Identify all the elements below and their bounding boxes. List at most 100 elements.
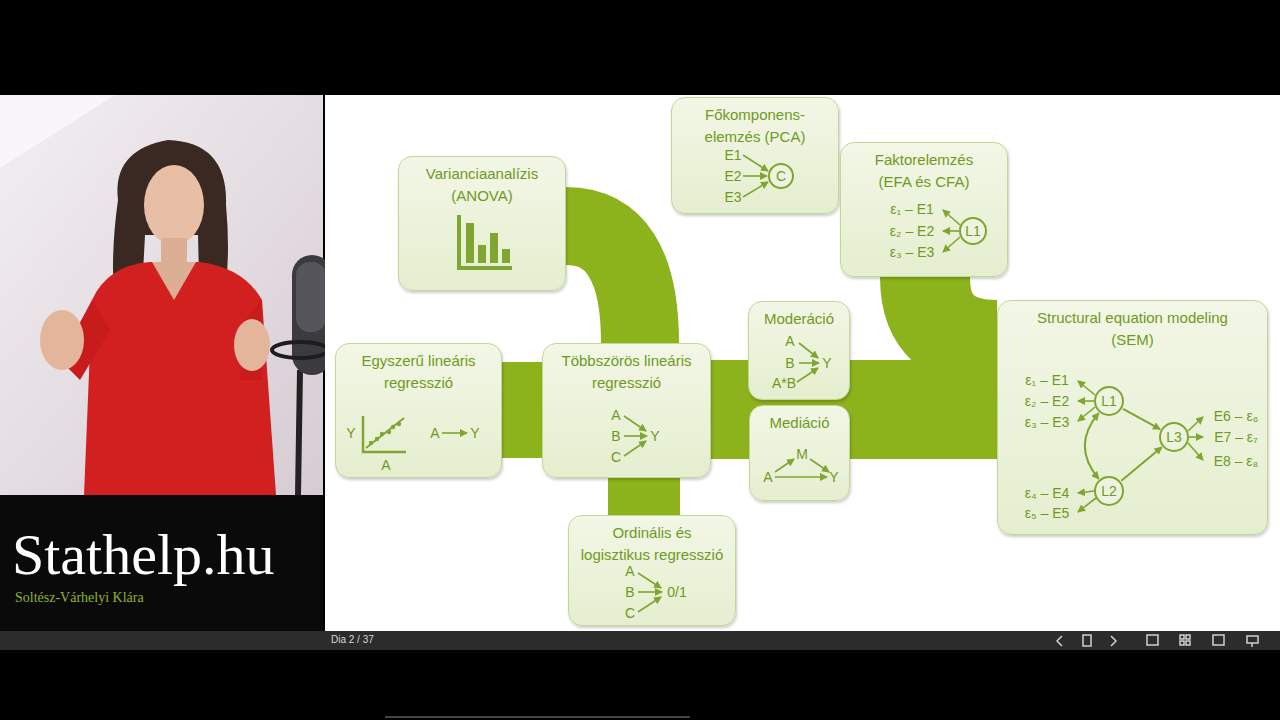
mini-arrow bbox=[743, 182, 768, 197]
mini-arrow bbox=[638, 597, 661, 612]
mini-arrow bbox=[442, 432, 467, 434]
mini-arrow bbox=[1078, 491, 1094, 493]
mini-arrow bbox=[775, 459, 794, 472]
box-title: Faktorelemzés (EFA és CFA) bbox=[859, 149, 989, 193]
variable-label: ε₅ – E5 bbox=[1025, 505, 1070, 522]
method-box: Ordinális és logisztikus regresszióABC 0/… bbox=[568, 515, 736, 626]
status-bar bbox=[0, 631, 1280, 650]
variable-label: E6 – ε₆ bbox=[1214, 408, 1259, 425]
box-title: Főkomponens- elemzés (PCA) bbox=[685, 104, 825, 148]
chart-bar bbox=[478, 245, 486, 263]
variable-label: ε₂ – E2 bbox=[1025, 393, 1069, 410]
chart-bar bbox=[466, 223, 474, 263]
variable-label: B bbox=[785, 355, 794, 372]
box-title: Moderáció bbox=[751, 308, 847, 330]
flow-band bbox=[711, 360, 748, 402]
mini-arrow bbox=[1078, 400, 1094, 402]
mini-arrow bbox=[775, 476, 827, 478]
circle-text: L1 bbox=[965, 223, 981, 239]
variable-label: E2 bbox=[724, 168, 741, 185]
variable-label: ε₁ – E1 bbox=[1025, 372, 1069, 389]
variable-label: ε₂ – E2 bbox=[890, 223, 934, 240]
mini-arrow bbox=[799, 343, 818, 358]
variable-label: A bbox=[611, 407, 620, 424]
flow-band bbox=[850, 401, 997, 459]
variable-label: Y bbox=[346, 425, 355, 442]
variable-label: Y bbox=[470, 425, 479, 442]
scatter-dot bbox=[380, 432, 384, 436]
mini-arrow bbox=[810, 459, 829, 472]
slide-ground bbox=[325, 95, 1280, 631]
scatter-dot bbox=[387, 430, 391, 434]
mini-arrow bbox=[1188, 417, 1203, 431]
method-box: MediációMAY bbox=[749, 405, 850, 501]
scatter-dot bbox=[391, 425, 395, 429]
method-box: Faktorelemzés (EFA és CFA) L1 ε₁ – E1 ε₂ – … bbox=[840, 142, 1008, 277]
variable-label: M bbox=[796, 446, 808, 463]
method-box: Többszörös lineáris regresszióABCY bbox=[542, 343, 711, 478]
viewer-icons bbox=[1057, 635, 1258, 647]
flow-band bbox=[608, 478, 680, 515]
mini-arrow bbox=[797, 368, 818, 382]
variable-label: 0/1 bbox=[667, 584, 686, 601]
box-title: Ordinális és logisztikus regresszió bbox=[580, 522, 724, 566]
mini-arrow bbox=[624, 441, 646, 456]
mini-arrow bbox=[943, 230, 959, 232]
variable-label: A bbox=[785, 333, 794, 350]
trend-line bbox=[366, 418, 404, 448]
scatter-dot bbox=[375, 437, 379, 441]
variable-label: Y bbox=[650, 428, 659, 445]
latent-circle: L1 bbox=[1094, 386, 1124, 416]
variable-label: A*B bbox=[772, 375, 796, 392]
box-title: Többszörös lineáris regresszió bbox=[552, 350, 702, 394]
variable-label: E3 bbox=[724, 189, 741, 206]
circle-text: L3 bbox=[1166, 429, 1182, 445]
mini-arrow bbox=[1078, 407, 1095, 421]
chart-bar bbox=[490, 233, 498, 263]
latent-circle: L3 bbox=[1159, 422, 1189, 452]
variable-label: ε₄ – E4 bbox=[1025, 485, 1070, 502]
method-box: Varianciaanalízis (ANOVA) bbox=[398, 156, 566, 291]
box-title: Varianciaanalízis (ANOVA) bbox=[412, 163, 552, 207]
variable-label: A bbox=[763, 469, 772, 486]
latent-circle: C bbox=[768, 163, 794, 189]
path-arrow bbox=[1085, 413, 1099, 479]
variable-label: E1 bbox=[724, 147, 741, 164]
path-arrow bbox=[1121, 447, 1161, 481]
variable-label: ε₃ – E3 bbox=[890, 244, 935, 261]
circle-text: L2 bbox=[1101, 483, 1117, 499]
variable-label: C bbox=[625, 605, 635, 622]
scatter-dot bbox=[397, 422, 401, 426]
latent-circle: L1 bbox=[959, 217, 987, 245]
mini-arrow bbox=[1189, 436, 1203, 438]
mini-arrow bbox=[943, 237, 960, 252]
box-title: Egyszerű lineáris regresszió bbox=[349, 350, 489, 394]
method-box: ModerációAB A*B Y bbox=[748, 301, 850, 400]
mini-arrow bbox=[1078, 381, 1095, 395]
variable-label: ε₃ – E3 bbox=[1025, 414, 1070, 431]
flow-band bbox=[925, 277, 997, 345]
mini-arrow bbox=[1078, 498, 1096, 512]
mini-arrow bbox=[624, 435, 647, 437]
box-title: Structural equation modeling (SEM) bbox=[1025, 307, 1240, 351]
method-box: Egyszerű lineáris regresszióYAAY bbox=[335, 343, 502, 478]
path-arrow bbox=[1123, 409, 1160, 429]
mini-arrow bbox=[799, 362, 819, 364]
slide-counter: Dia 2 / 37 bbox=[331, 634, 374, 646]
variable-label: A bbox=[625, 563, 634, 580]
mini-arrow bbox=[743, 155, 768, 171]
mini-arrow bbox=[943, 210, 960, 225]
presenter-photo bbox=[0, 95, 332, 495]
variable-label: E7 – ε₇ bbox=[1214, 429, 1258, 446]
variable-label: A bbox=[430, 425, 439, 442]
variable-label: ε₁ – E1 bbox=[890, 201, 934, 218]
variable-label: Y bbox=[822, 355, 831, 372]
flow-band bbox=[711, 401, 749, 459]
flow-band bbox=[566, 226, 640, 343]
mini-arrow bbox=[638, 573, 661, 588]
scatter-dot bbox=[369, 441, 373, 445]
variable-label: B bbox=[625, 584, 634, 601]
latent-circle: L2 bbox=[1094, 476, 1124, 506]
chart-axis bbox=[459, 215, 512, 268]
